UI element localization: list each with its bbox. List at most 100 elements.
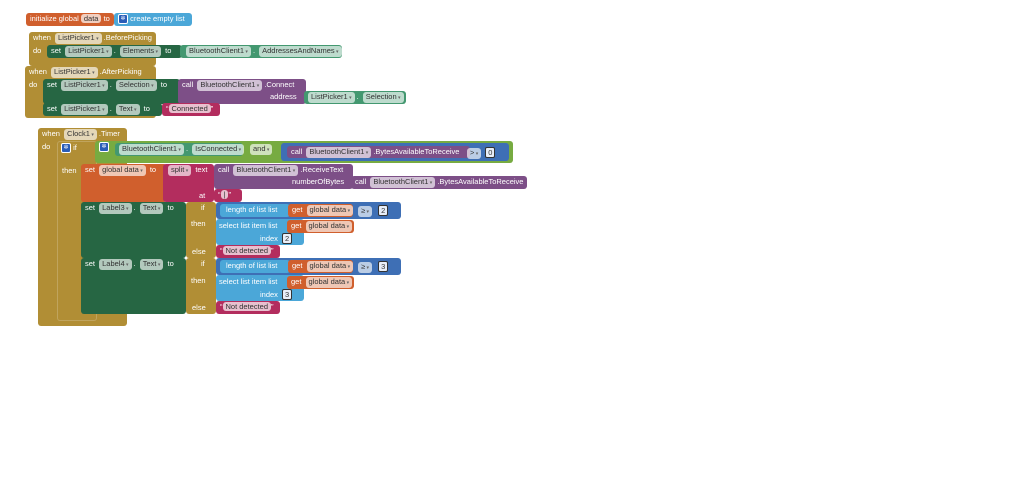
keyword: to	[143, 104, 150, 113]
number-value[interactable]: 2	[282, 233, 293, 244]
split-dropdown[interactable]: split	[168, 165, 192, 176]
keyword: if	[201, 203, 205, 212]
keyword: to	[160, 80, 167, 89]
event-name: .BeforePicking	[103, 33, 152, 42]
gear-icon[interactable]: ✲	[99, 142, 109, 153]
variable-dropdown[interactable]: global data	[305, 221, 353, 232]
block-label: select list item	[219, 277, 267, 286]
property-dropdown[interactable]: Text	[139, 259, 164, 270]
param-label: index	[260, 234, 278, 243]
set-label3-text-block[interactable]: set Label3. Text to	[81, 202, 186, 258]
gear-icon[interactable]: ✲	[61, 143, 71, 154]
bytes-available-call[interactable]: call BluetoothClient1.BytesAvailableToRe…	[287, 146, 470, 158]
text-block[interactable]: “Not detected”	[216, 301, 280, 314]
param-label: index	[260, 290, 278, 299]
get-variable-block[interactable]: get global data	[287, 276, 354, 289]
component-dropdown[interactable]: ListPicker1	[65, 46, 112, 57]
text-value[interactable]: Not detected	[222, 302, 272, 311]
keyword: set	[85, 203, 96, 212]
component-getter-block[interactable]: ListPicker1. Selection	[304, 91, 406, 104]
component-dropdown[interactable]: BluetoothClient1	[306, 147, 372, 158]
variable-name[interactable]: data	[80, 14, 102, 23]
property-dropdown[interactable]: Text	[115, 104, 140, 115]
text-value[interactable]: Connected	[168, 104, 211, 113]
number-value[interactable]: 0	[485, 147, 496, 158]
component-dropdown[interactable]: Label4	[99, 259, 132, 270]
property-dropdown[interactable]: IsConnected	[192, 144, 245, 155]
variable-dropdown[interactable]: global data	[306, 261, 354, 272]
component-dropdown[interactable]: BluetoothClient1	[119, 144, 184, 155]
component-dropdown[interactable]: Clock1	[64, 129, 97, 140]
text-block[interactable]: “Not detected”	[216, 245, 280, 258]
variable-dropdown[interactable]: global data	[305, 277, 353, 288]
set-selection-block[interactable]: set ListPicker1. Selection to	[43, 79, 180, 104]
keyword: get	[291, 221, 302, 230]
component-dropdown[interactable]: Label3	[99, 203, 132, 214]
property-dropdown[interactable]: AddressesAndNames	[259, 46, 342, 57]
number-value[interactable]: 3	[282, 289, 293, 300]
bytes-available-call[interactable]: call BluetoothClient1.BytesAvailableToRe…	[351, 176, 527, 189]
compare-block[interactable]: length of list list get global data ≥ 3	[216, 258, 401, 275]
keyword: when	[42, 129, 60, 138]
keyword: then	[191, 276, 206, 285]
component-dropdown[interactable]: BluetoothClient1	[370, 177, 436, 188]
set-global-block[interactable]: set global data to	[81, 164, 167, 202]
number-value[interactable]: 2	[378, 205, 389, 216]
operator-dropdown[interactable]: and	[250, 144, 273, 155]
number-value[interactable]: 3	[378, 261, 389, 272]
keyword: call	[182, 80, 194, 89]
keyword: to	[167, 259, 174, 268]
length-of-list-block[interactable]: length of list list	[220, 204, 290, 217]
text-value[interactable]: |	[220, 190, 229, 199]
get-variable-block[interactable]: get global data	[288, 260, 354, 273]
component-dropdown[interactable]: ListPicker1	[51, 67, 98, 78]
component-dropdown[interactable]: ListPicker1	[55, 33, 102, 44]
param-label: numberOfBytes	[292, 177, 345, 186]
text-block[interactable]: “|”	[214, 189, 242, 202]
gear-icon[interactable]: ✲	[118, 14, 128, 25]
keyword: else	[192, 303, 206, 312]
event-name: .Timer	[98, 129, 120, 138]
keyword: do	[42, 142, 51, 151]
property-dropdown[interactable]: Elements	[119, 46, 162, 57]
property-dropdown[interactable]: Selection	[362, 92, 404, 103]
component-getter-block[interactable]: BluetoothClient1. AddressesAndNames	[180, 45, 342, 58]
component-dropdown[interactable]: ListPicker1	[61, 104, 108, 115]
initialize-global-block[interactable]: initialize global data to	[26, 13, 114, 26]
set-text-block[interactable]: set ListPicker1. Text to	[43, 103, 162, 116]
property-dropdown[interactable]: Selection	[115, 80, 157, 91]
set-property-block[interactable]: set ListPicker1. Elements to	[47, 45, 182, 58]
property-dropdown[interactable]: Text	[139, 203, 164, 214]
length-of-list-block[interactable]: length of list list	[220, 260, 290, 273]
text-value[interactable]: Not detected	[222, 246, 272, 255]
is-connected-getter[interactable]: BluetoothClient1. IsConnected	[115, 143, 245, 156]
split-block[interactable]: split text at	[163, 164, 214, 202]
operator-dropdown[interactable]: ≥	[358, 206, 373, 217]
get-variable-block[interactable]: get global data	[287, 220, 354, 233]
component-dropdown[interactable]: ListPicker1	[61, 80, 108, 91]
inline-if-block[interactable]: if then else	[186, 202, 216, 258]
component-dropdown[interactable]: BluetoothClient1	[186, 46, 251, 57]
variable-dropdown[interactable]: global data	[306, 205, 354, 216]
component-dropdown[interactable]: BluetoothClient1	[233, 165, 299, 176]
component-dropdown[interactable]: ListPicker1	[308, 92, 355, 103]
inline-if-block[interactable]: if then else	[186, 258, 216, 314]
create-empty-list-block[interactable]: ✲ create empty list	[114, 13, 192, 26]
variable-dropdown[interactable]: global data	[99, 165, 146, 176]
keyword: do	[33, 46, 42, 55]
keyword: set	[51, 46, 62, 55]
text-block[interactable]: “Connected”	[162, 103, 220, 116]
get-variable-block[interactable]: get global data	[288, 204, 354, 217]
compare-block[interactable]: length of list list get global data ≥ 2	[216, 202, 401, 219]
block-label: create empty list	[130, 14, 185, 23]
receive-text-call[interactable]: call BluetoothClient1.ReceiveText number…	[214, 164, 353, 189]
compare-block[interactable]: call BluetoothClient1.BytesAvailableToRe…	[281, 143, 509, 161]
keyword: get	[292, 205, 303, 214]
operator-dropdown[interactable]: >	[467, 148, 482, 159]
connect-call-block[interactable]: call BluetoothClient1.Connect address	[178, 79, 306, 104]
event-name: .AfterPicking	[99, 67, 142, 76]
component-dropdown[interactable]: BluetoothClient1	[197, 80, 263, 91]
param-label: text	[195, 165, 208, 174]
set-label4-text-block[interactable]: set Label4. Text to	[81, 258, 186, 314]
operator-dropdown[interactable]: ≥	[358, 262, 373, 273]
